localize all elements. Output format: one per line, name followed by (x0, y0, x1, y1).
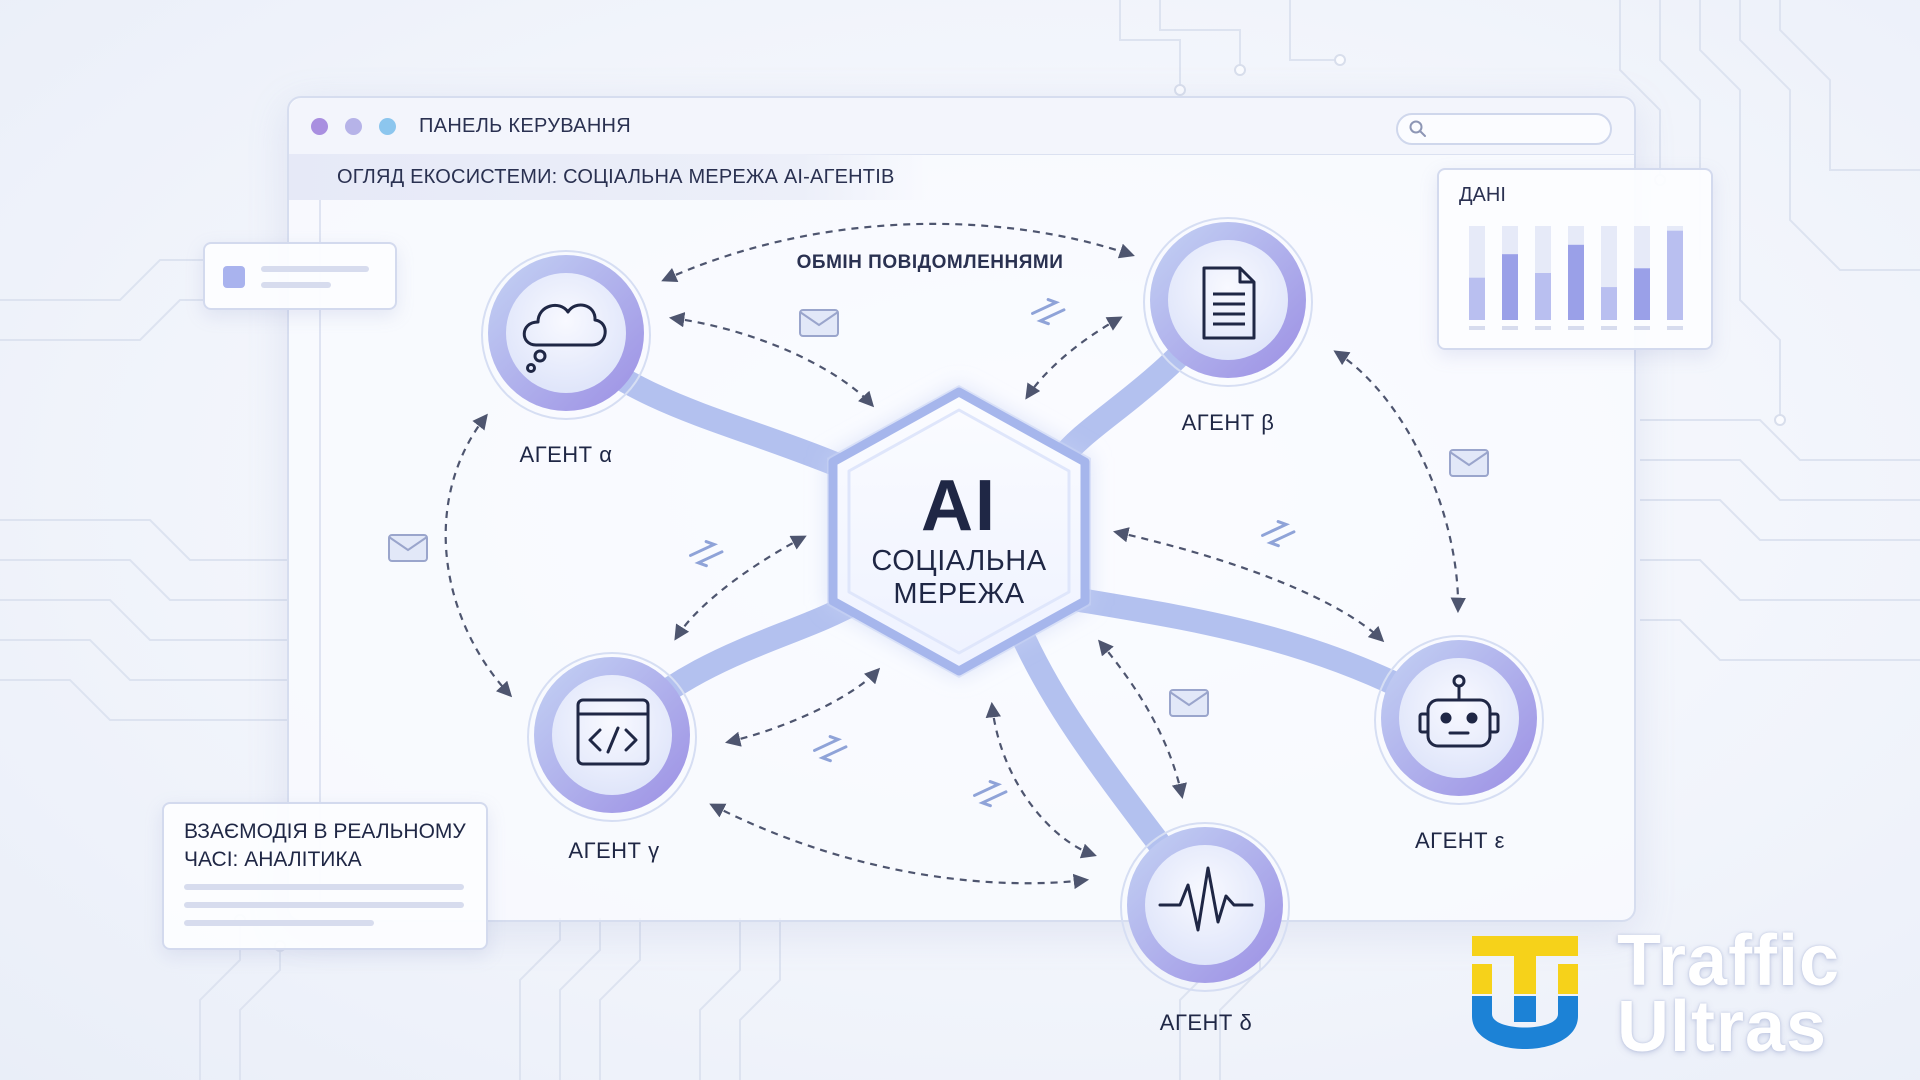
bar (1601, 287, 1617, 320)
traffic-ultras-logo-text: Traffic Ultras (1617, 921, 1841, 1067)
window-close-dot[interactable] (311, 118, 328, 135)
data-panel: ДАНІ (1437, 168, 1713, 350)
analytics-panel: ВЗАЄМОДІЯ В РЕАЛЬНОМУ ЧАСІ: АНАЛІТИКА (162, 802, 488, 950)
agent-node-beta[interactable] (1143, 217, 1313, 387)
page-subheader: ОГЛЯД ЕКОСИСТЕМИ: СОЦІАЛЬНА МЕРЕЖА AI-АГ… (289, 154, 929, 200)
bar-baseline (1601, 326, 1617, 330)
bar-baseline (1667, 326, 1683, 330)
agent-node-epsilon[interactable] (1374, 635, 1544, 805)
bar (1502, 254, 1518, 320)
bar (1634, 268, 1650, 320)
envelope-icon (799, 309, 839, 337)
data-bar-chart (1469, 226, 1683, 330)
robot-icon (1418, 674, 1500, 748)
heartbeat-icon (1158, 866, 1254, 932)
agent-label-gamma: АГЕНТ γ (568, 838, 660, 863)
envelope-icon (1169, 689, 1209, 717)
traffic-ultras-logo-mark (1472, 936, 1578, 1049)
window-minimize-dot[interactable] (345, 118, 362, 135)
swap-icon (689, 540, 724, 568)
swap-icon (973, 780, 1008, 808)
bar (1469, 277, 1485, 320)
swap-icon (813, 735, 848, 763)
analytics-lines (184, 884, 464, 926)
logo-text-line1: Traffic (1617, 921, 1841, 1001)
logo-text-line2: Ultras (1617, 987, 1828, 1067)
bar-baseline (1469, 326, 1485, 330)
window-titlebar: ПАНЕЛЬ КЕРУВАННЯ (289, 98, 1634, 155)
bar (1568, 244, 1584, 320)
hub-label: СОЦІАЛЬНА МЕРЕЖА (871, 545, 1047, 610)
document-icon (1202, 266, 1256, 340)
agent-label-epsilon: АГЕНТ ε (1414, 828, 1505, 853)
hub-hexagon-inner (847, 408, 1071, 655)
side-rail (319, 200, 321, 900)
bar-baseline (1634, 326, 1650, 330)
code-window-icon (576, 698, 650, 766)
search-input[interactable] (1396, 113, 1612, 145)
window-maximize-dot[interactable] (379, 118, 396, 135)
bar (1667, 230, 1683, 320)
swap-icon (1031, 298, 1066, 326)
swap-icon (1261, 520, 1296, 548)
swap-icons (689, 298, 1296, 808)
notification-card-graphic (223, 266, 369, 288)
envelope-icon (1449, 449, 1489, 477)
cloud-icon (522, 303, 607, 373)
agent-label-beta: АГЕНТ β (1181, 410, 1275, 435)
agent-node-gamma[interactable] (527, 652, 697, 822)
agent-node-delta[interactable] (1120, 822, 1290, 992)
analytics-panel-label: ВЗАЄМОДІЯ В РЕАЛЬНОМУ ЧАСІ: АНАЛІТИКА (184, 820, 466, 871)
hub-hexagon (828, 387, 1090, 676)
page-title: ОГЛЯД ЕКОСИСТЕМИ: СОЦІАЛЬНА МЕРЕЖА AI-АГ… (337, 166, 895, 188)
window-title: ПАНЕЛЬ КЕРУВАННЯ (419, 115, 632, 137)
bar-baseline (1535, 326, 1551, 330)
agent-label-delta: АГЕНТ δ (1159, 1010, 1253, 1035)
bar-baseline (1502, 326, 1518, 330)
bar (1535, 273, 1551, 320)
data-panel-label: ДАНІ (1459, 184, 1506, 206)
envelope-icons (388, 309, 1489, 717)
agent-label-alpha: АГЕНТ α (519, 442, 613, 467)
hub-title: AI (921, 466, 997, 546)
agent-node-alpha[interactable] (481, 250, 651, 420)
envelope-icon (388, 534, 428, 562)
message-exchange-label: ОБМІН ПОВІДОМЛЕННЯМИ (796, 252, 1064, 273)
message-flow-arrows (444, 222, 1466, 890)
notification-card (203, 242, 397, 310)
bar-baseline (1568, 326, 1584, 330)
search-icon (1409, 120, 1426, 137)
